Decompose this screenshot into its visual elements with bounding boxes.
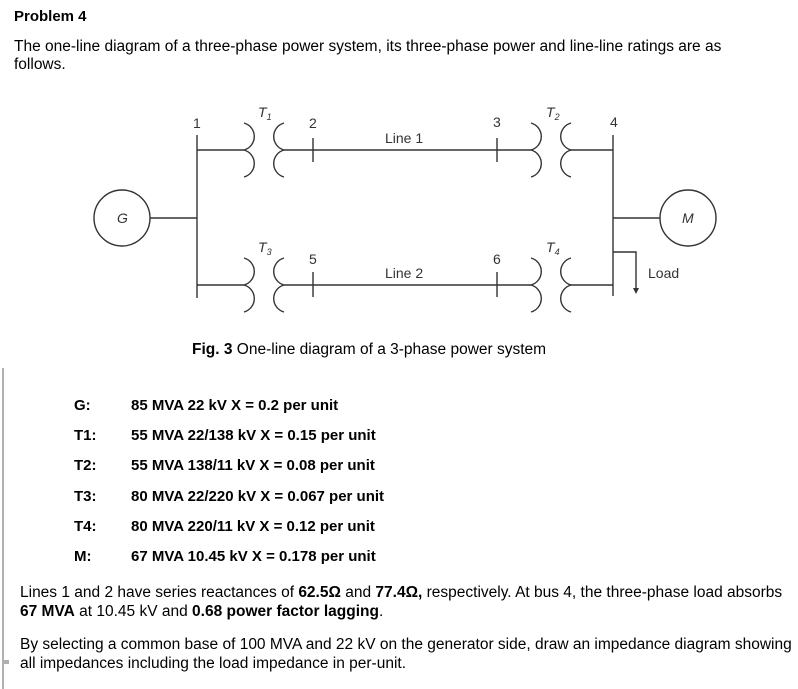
transformer-t1-symbol — [241, 122, 287, 178]
rating-label: T1: — [74, 427, 97, 445]
line-1-label: Line 1 — [385, 130, 423, 146]
rating-label: G: — [74, 397, 91, 414]
load-label: Load — [648, 265, 679, 281]
line-1-reactance: 62.5Ω — [298, 584, 341, 601]
text-run: Lines 1 and 2 have series reactances of — [20, 584, 299, 601]
bus-1-label: 1 — [193, 115, 201, 131]
transformer-t3-label: T3 — [258, 239, 272, 257]
load-arrow — [613, 251, 637, 290]
text-run: respectively. At bus 4, the three-phase … — [422, 584, 783, 601]
rating-value: 80 MVA 22/220 kV X = 0.067 per unit — [131, 487, 385, 505]
line-2-label: Line 2 — [385, 265, 423, 281]
generator-label: G — [117, 210, 128, 226]
text-run: . — [378, 603, 384, 620]
transformer-t4-label: T4 — [546, 239, 560, 257]
rating-row: M: 67 MVA 10.45 kV X = 0.178 per unit — [74, 548, 384, 578]
rating-value: 55 MVA 22/138 kV X = 0.15 per unit — [131, 427, 376, 445]
rating-label: T2: — [74, 457, 97, 475]
transformer-t4-symbol — [528, 257, 574, 313]
text-run: and — [340, 584, 376, 601]
motor-symbol — [659, 189, 717, 247]
task-paragraph: By selecting a common base of 100 MVA an… — [20, 636, 792, 672]
figure-caption-text: One-line diagram of a 3-phase power syst… — [232, 341, 547, 358]
rating-value: 67 MVA 10.45 kV X = 0.178 per unit — [131, 547, 376, 565]
line-reactance-paragraph: Lines 1 and 2 have series reactances of … — [20, 583, 790, 621]
rating-row: T3: 80 MVA 22/220 kV X = 0.067 per unit — [74, 488, 384, 518]
figure-number: Fig. 3 — [192, 341, 233, 358]
rating-label: T4: — [74, 517, 97, 535]
figure-caption: Fig. 3 One-line diagram of a 3-phase pow… — [192, 341, 546, 359]
load-power-factor: 0.68 power factor lagging — [192, 603, 379, 620]
ratings-list: G: 85 MVA 22 kV X = 0.2 per unit T1: 55 MV… — [74, 397, 384, 578]
rating-row: T2: 55 MVA 138/11 kV X = 0.08 per unit — [74, 457, 384, 487]
margin-marker — [2, 660, 9, 664]
motor-label: M — [682, 210, 694, 226]
rating-label: T3: — [74, 487, 97, 505]
transformer-t1-label: T1 — [258, 104, 272, 122]
bus-6-label: 6 — [493, 251, 501, 267]
bus-3-label: 3 — [493, 114, 501, 130]
bus-5-label: 5 — [309, 251, 317, 267]
intro-text: The one-line diagram of a three-phase po… — [14, 38, 722, 73]
transformer-t3-symbol — [241, 257, 287, 313]
rating-label: M: — [74, 547, 92, 565]
rating-value: 85 MVA 22 kV X = 0.2 per unit — [131, 397, 339, 414]
problem-title: Problem 4 — [14, 8, 87, 25]
line-2-reactance: 77.4Ω, — [375, 584, 423, 601]
load-arrowhead — [633, 288, 639, 294]
transformer-t2-label: T2 — [546, 104, 560, 122]
transformer-t2-symbol — [528, 122, 574, 178]
bus-2-label: 2 — [309, 115, 317, 131]
margin-bar — [2, 368, 4, 689]
rating-row: G: 85 MVA 22 kV X = 0.2 per unit — [74, 397, 384, 427]
rating-row: T1: 55 MVA 22/138 kV X = 0.15 per unit — [74, 427, 384, 457]
bus-4-label: 4 — [610, 114, 618, 130]
rating-value: 55 MVA 138/11 kV X = 0.08 per unit — [131, 457, 375, 475]
rating-value: 80 MVA 220/11 kV X = 0.12 per unit — [131, 517, 375, 535]
one-line-diagram: G M Load 1 2 3 4 5 6 T1 T2 T3 T4 Line 1 … — [93, 104, 717, 313]
rating-row: T4: 80 MVA 220/11 kV X = 0.12 per unit — [74, 518, 384, 548]
load-mva: 67 MVA — [20, 603, 75, 620]
text-run: at 10.45 kV and — [74, 603, 193, 620]
